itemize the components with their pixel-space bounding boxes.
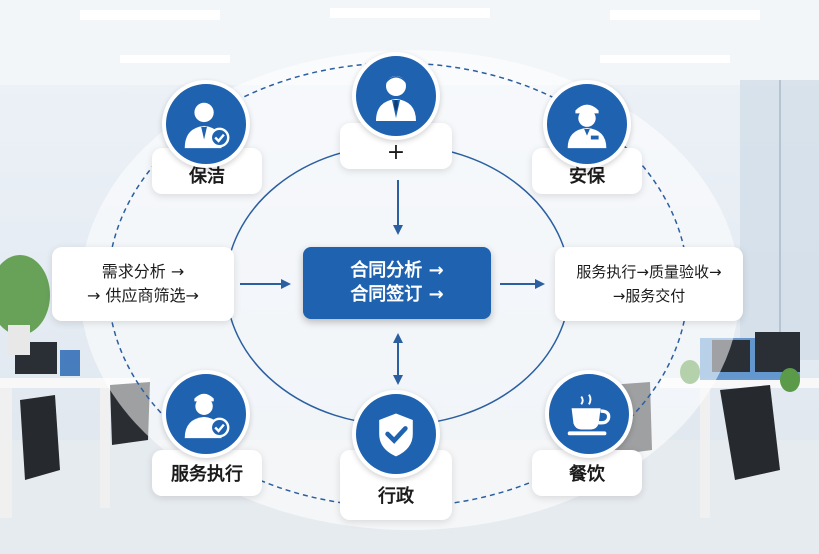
worker-check-icon [162, 80, 250, 168]
top-node-label: + [386, 140, 406, 165]
top-node-label-box: + [340, 123, 452, 169]
left-process-box: 需求分析 → → 供应商筛选→ [52, 247, 234, 321]
right-process-line1: 服务执行→质量验收→ [576, 263, 722, 281]
execution-label: 服务执行 [171, 464, 243, 485]
center-contract-box: 合同分析 → 合同签订 → [303, 247, 491, 319]
catering-label: 餐饮 [569, 464, 605, 485]
businessman-icon [352, 52, 440, 140]
right-process-line2: →服务交付 [612, 287, 686, 305]
worker-check-icon [162, 370, 250, 458]
security-guard-icon [543, 80, 631, 168]
center-line2: 合同签订 → [350, 284, 444, 305]
left-process-line1: 需求分析 → [101, 262, 185, 281]
center-line1: 合同分析 → [350, 260, 444, 281]
left-process-line2: → 供应商筛选→ [87, 286, 199, 305]
admin-label: 行政 [378, 486, 414, 507]
coffee-cup-icon [545, 370, 633, 458]
right-process-box: 服务执行→质量验收→ →服务交付 [555, 247, 743, 321]
shield-check-icon [352, 390, 440, 478]
security-label: 安保 [569, 166, 605, 187]
cleaning-label: 保洁 [189, 166, 225, 187]
